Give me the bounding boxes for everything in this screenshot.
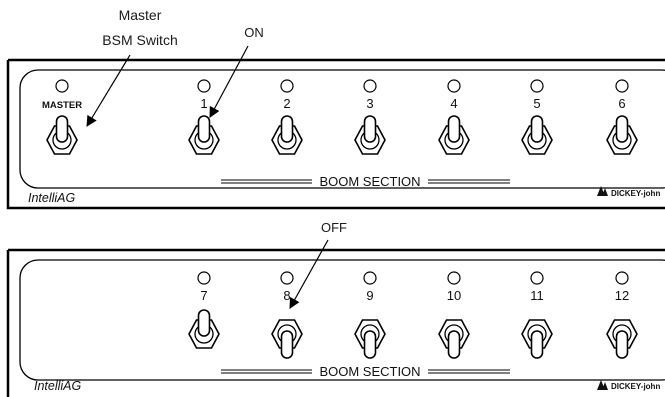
master-callout: Master BSM Switch: [86, 7, 178, 127]
intelliag-logo-bottom: IntelliAG: [34, 379, 82, 393]
boom-switch-9[interactable]: 9: [354, 271, 386, 359]
indicator-led: [447, 79, 461, 93]
off-arrow: [289, 239, 329, 309]
switch-number-label: 11: [530, 288, 544, 303]
toggle-lever[interactable]: [197, 115, 211, 143]
toggle-lever[interactable]: [363, 330, 377, 359]
switch-number-label: 12: [615, 288, 629, 303]
boom-switch-4[interactable]: 4: [438, 79, 470, 155]
indicator-led: [363, 79, 377, 93]
boom-switch-12[interactable]: 12: [606, 271, 638, 359]
indicator-led: [363, 271, 377, 285]
boom-switch-5[interactable]: 5: [521, 79, 553, 155]
toggle-lever[interactable]: [447, 330, 461, 359]
svg-text:BOOM SECTION: BOOM SECTION: [319, 364, 420, 379]
on-callout: ON: [209, 25, 264, 118]
on-arrow: [209, 45, 249, 118]
boom-section-label-top: BOOM SECTION: [221, 174, 510, 189]
indicator-led: [530, 271, 544, 285]
master-arrow: [86, 54, 131, 127]
toggle-lever[interactable]: [280, 330, 294, 359]
toggle-lever[interactable]: [363, 115, 377, 143]
off-callout: OFF: [289, 220, 347, 309]
toggle-lever[interactable]: [615, 115, 629, 143]
dickey-john-logo-bottom: DICKEY-john: [597, 380, 660, 391]
boom-switch-6[interactable]: 6: [606, 79, 638, 155]
toggle-lever[interactable]: [280, 115, 294, 143]
boom-switch-7[interactable]: 7: [188, 271, 220, 349]
boom-switch-10[interactable]: 10: [438, 271, 470, 359]
switch-number-label: 6: [618, 96, 625, 111]
toggle-lever[interactable]: [55, 115, 69, 143]
svg-text:BOOM SECTION: BOOM SECTION: [319, 174, 420, 189]
svg-text:DICKEY-john: DICKEY-john: [611, 382, 660, 391]
toggle-lever[interactable]: [530, 330, 544, 359]
toggle-lever[interactable]: [447, 115, 461, 143]
master-bsm-switch[interactable]: MASTER: [42, 79, 82, 155]
boom-switch-8[interactable]: 8: [271, 271, 303, 359]
svg-text:ON: ON: [244, 25, 264, 40]
indicator-led: [197, 271, 211, 285]
switch-number-label: MASTER: [42, 100, 82, 111]
boom-switch-11[interactable]: 11: [521, 271, 553, 359]
boom-section-label-bottom: BOOM SECTION: [221, 364, 510, 379]
indicator-led: [55, 79, 69, 93]
indicator-led: [530, 79, 544, 93]
boom-switch-3[interactable]: 3: [354, 79, 386, 155]
boom-switch-1[interactable]: 1: [188, 79, 220, 155]
dickey-john-logo-top: DICKEY-john: [597, 186, 660, 198]
intelliag-logo-top: IntelliAG: [28, 191, 76, 205]
boom-switch-2[interactable]: 2: [271, 79, 303, 155]
svg-text:OFF: OFF: [321, 220, 347, 235]
indicator-led: [280, 271, 294, 285]
switch-number-label: 5: [533, 96, 540, 111]
svg-text:BSM Switch: BSM Switch: [102, 32, 177, 48]
indicator-led: [615, 271, 629, 285]
switch-number-label: 7: [200, 288, 207, 303]
indicator-led: [197, 79, 211, 93]
top-panel: IntelliAG DICKEY-john BOOM SECTION MASTE…: [6, 58, 665, 210]
svg-text:DICKEY-john: DICKEY-john: [611, 189, 660, 198]
switch-number-label: 9: [366, 288, 373, 303]
toggle-lever[interactable]: [530, 115, 544, 143]
indicator-led: [615, 79, 629, 93]
toggle-lever[interactable]: [615, 330, 629, 359]
switch-number-label: 10: [447, 288, 461, 303]
switch-number-label: 1: [200, 96, 207, 111]
toggle-lever[interactable]: [197, 309, 211, 337]
switch-number-label: 3: [366, 96, 373, 111]
switch-number-label: 8: [283, 288, 290, 303]
indicator-led: [280, 79, 294, 93]
svg-text:Master: Master: [119, 7, 162, 23]
switch-number-label: 4: [450, 96, 457, 111]
indicator-led: [447, 271, 461, 285]
bottom-panel: IntelliAG DICKEY-john BOOM SECTION 7 8 9 10…: [6, 248, 665, 397]
switch-number-label: 2: [283, 96, 290, 111]
